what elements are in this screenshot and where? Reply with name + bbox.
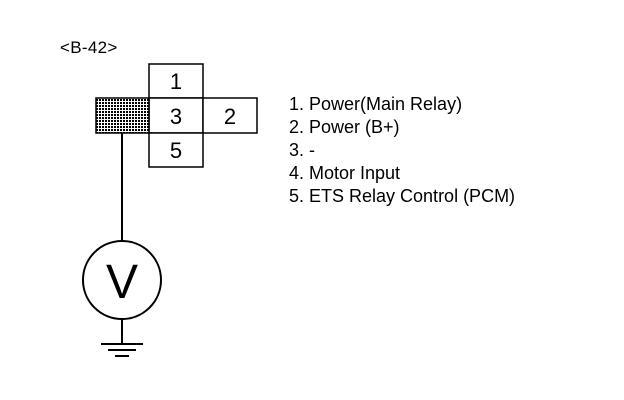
legend-item-1: 1. Power(Main Relay) [289,94,463,114]
connector-face [95,63,258,168]
pin-2-label: 2 [224,104,236,129]
pin-5-cell [148,132,204,168]
pin-2-cell [202,97,258,134]
connector-title: <B-42> [60,38,118,57]
voltmeter-symbol: V [106,256,138,309]
pin-3-label: 3 [170,104,182,129]
pin-5-label: 5 [170,138,182,163]
pin-1-cell [148,63,204,99]
legend-item-5: 5. ETS Relay Control (PCM) [289,186,516,206]
pin-1-label: 1 [170,69,182,94]
pin-legend: 1. Power(Main Relay) 2. Power (B+) 3. - … [289,93,515,208]
legend-item-3: 3. - [289,140,316,160]
ground-icon [101,343,143,357]
pin-4-probe-cell [95,97,150,134]
legend-item-2: 2. Power (B+) [289,117,400,137]
legend-item-4: 4. Motor Input [289,163,401,183]
